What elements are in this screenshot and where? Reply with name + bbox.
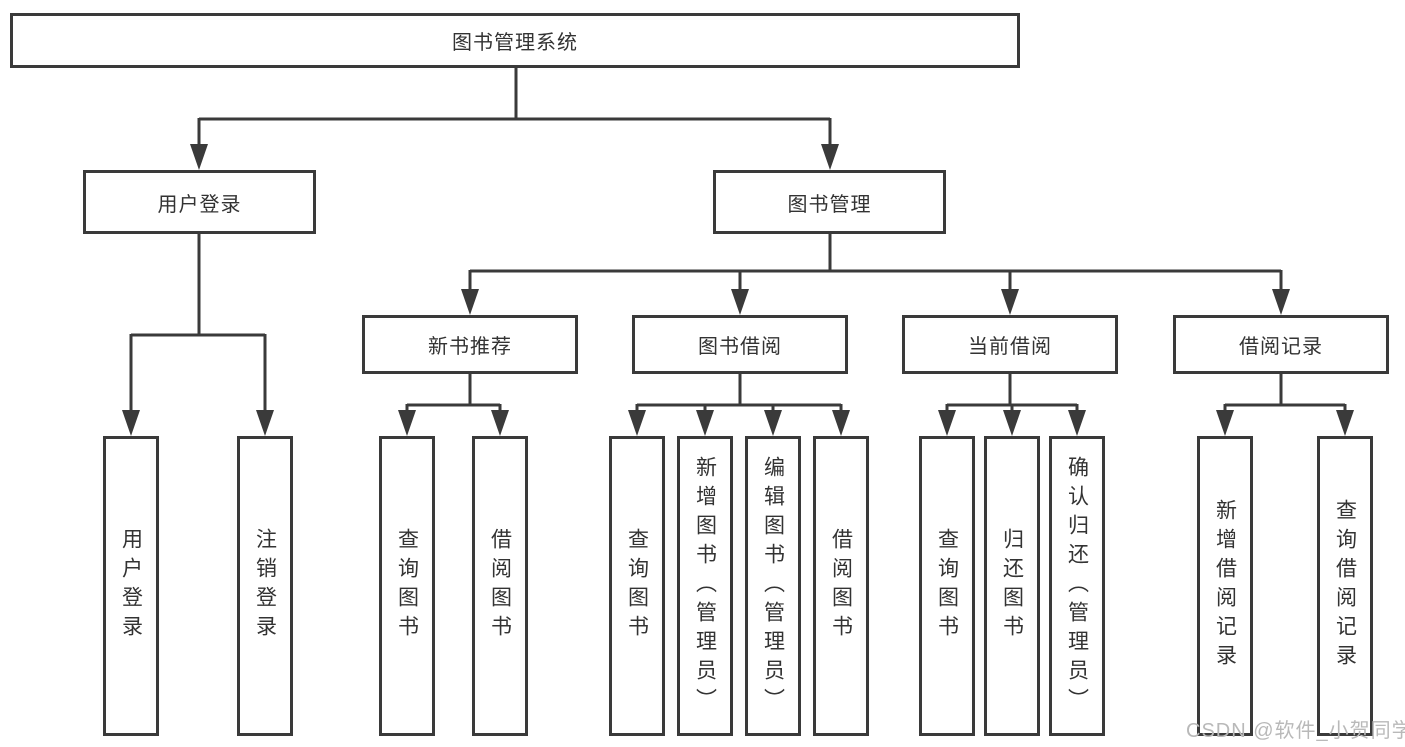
leaf-borrow-books-recommend-label: 借阅图书	[488, 528, 512, 644]
leaf-borrow-books-recommend: 借阅图书	[472, 436, 528, 736]
node-book-management: 图书管理	[713, 170, 946, 234]
csdn-watermark: CSDN @软件_小贺同学	[1186, 720, 1405, 742]
leaf-query-books-recommend-label: 查询图书	[395, 528, 419, 644]
leaf-query-borrow-record: 查询借阅记录	[1317, 436, 1373, 736]
leaf-add-book-admin-label: 新增图书（管理员）	[693, 455, 717, 717]
node-library-system: 图书管理系统	[10, 13, 1020, 68]
leaf-query-books-borrowing-label: 查询图书	[625, 528, 649, 644]
node-book-borrowing: 图书借阅	[632, 315, 848, 374]
leaf-return-book: 归还图书	[984, 436, 1040, 736]
leaf-add-borrow-record-label: 新增借阅记录	[1213, 499, 1237, 673]
node-current-borrowing: 当前借阅	[902, 315, 1118, 374]
node-user-login: 用户登录	[83, 170, 316, 234]
leaf-edit-book-admin-label: 编辑图书（管理员）	[761, 455, 785, 717]
leaf-query-books-recommend: 查询图书	[379, 436, 435, 736]
leaf-query-borrow-record-label: 查询借阅记录	[1333, 499, 1357, 673]
leaf-borrow-books-borrowing-label: 借阅图书	[829, 528, 853, 644]
leaf-return-book-label: 归还图书	[1000, 528, 1024, 644]
leaf-query-books-current: 查询图书	[919, 436, 975, 736]
leaf-logout-label: 注销登录	[253, 528, 277, 644]
node-borrowing-records: 借阅记录	[1173, 315, 1389, 374]
leaf-confirm-return-admin-label: 确认归还（管理员）	[1065, 455, 1089, 717]
leaf-borrow-books-borrowing: 借阅图书	[813, 436, 869, 736]
leaf-confirm-return-admin: 确认归还（管理员）	[1049, 436, 1105, 736]
leaf-query-books-borrowing: 查询图书	[609, 436, 665, 736]
leaf-query-books-current-label: 查询图书	[935, 528, 959, 644]
leaf-add-borrow-record: 新增借阅记录	[1197, 436, 1253, 736]
leaf-user-login-label: 用户登录	[119, 528, 143, 644]
node-new-book-recommendation: 新书推荐	[362, 315, 578, 374]
leaf-add-book-admin: 新增图书（管理员）	[677, 436, 733, 736]
leaf-logout: 注销登录	[237, 436, 293, 736]
leaf-edit-book-admin: 编辑图书（管理员）	[745, 436, 801, 736]
leaf-user-login: 用户登录	[103, 436, 159, 736]
